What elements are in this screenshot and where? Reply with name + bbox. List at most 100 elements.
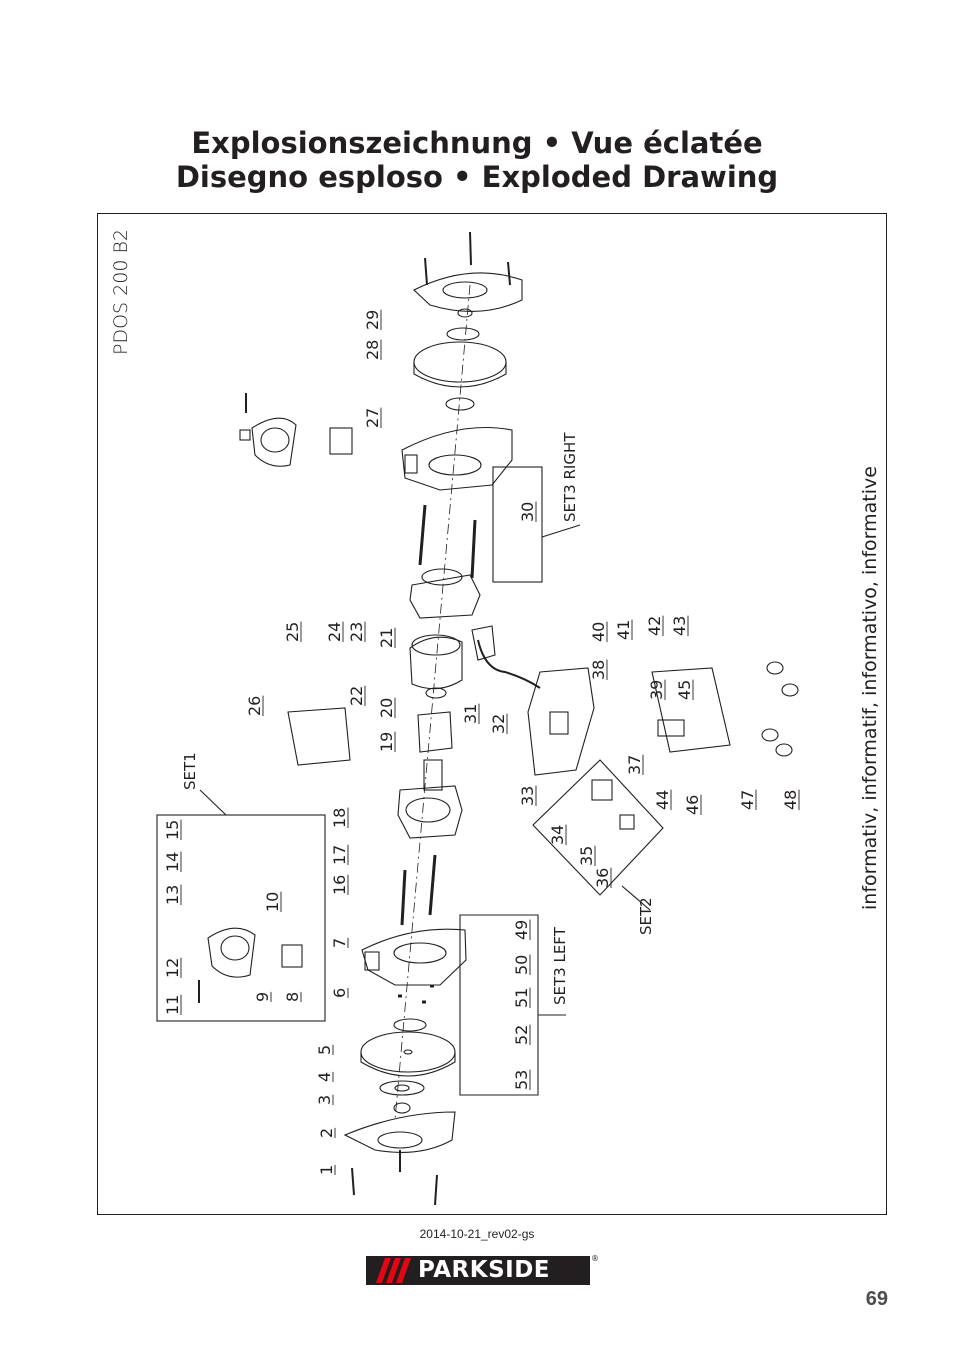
part-number-9: 9 bbox=[253, 992, 272, 1002]
part-number-11: 11 bbox=[163, 995, 182, 1015]
base-plate bbox=[651, 667, 731, 753]
part-number-46: 46 bbox=[683, 795, 702, 815]
page-number: 69 bbox=[865, 1288, 888, 1310]
part-number-3: 3 bbox=[315, 1095, 334, 1105]
info-note: informativ, informatif, informativo, inf… bbox=[859, 466, 881, 910]
part-number-20: 20 bbox=[377, 698, 396, 718]
set2-label: SET2 bbox=[637, 897, 655, 935]
part-number-53: 53 bbox=[512, 1070, 531, 1090]
part-number-51: 51 bbox=[512, 988, 531, 1008]
part-number-labels: 1234567891011121314151617181920212223242… bbox=[163, 309, 800, 1175]
part-number-30: 30 bbox=[518, 502, 537, 522]
part-number-12: 12 bbox=[163, 958, 182, 978]
cover-plate-hole bbox=[377, 1131, 423, 1149]
part-number-40: 40 bbox=[589, 622, 608, 642]
part-number-39: 39 bbox=[647, 680, 666, 700]
flange-4 bbox=[379, 1080, 425, 1096]
part-number-31: 31 bbox=[461, 704, 480, 724]
wheel-guard-left bbox=[361, 928, 467, 986]
part-number-4: 4 bbox=[315, 1072, 334, 1082]
set2-box bbox=[532, 759, 664, 896]
part-number-15: 15 bbox=[163, 820, 182, 840]
guard-tab-left bbox=[364, 951, 380, 971]
part-number-33: 33 bbox=[518, 786, 537, 806]
part-number-7: 7 bbox=[330, 938, 349, 948]
part-number-26: 26 bbox=[245, 696, 264, 716]
title-line-2: Disegno esploso • Exploded Drawing bbox=[175, 160, 779, 194]
rotor-bearing bbox=[423, 759, 443, 791]
drawing-frame bbox=[97, 213, 887, 1215]
spark-guard bbox=[287, 707, 351, 766]
revision-code: 2014-10-21_rev02-gs bbox=[419, 1227, 535, 1241]
nut-3 bbox=[393, 1102, 411, 1114]
part-number-17: 17 bbox=[330, 845, 349, 865]
flange-4-hole bbox=[394, 1084, 410, 1092]
rotor-20 bbox=[417, 711, 453, 753]
set3-right-box bbox=[492, 466, 543, 583]
part-number-13: 13 bbox=[163, 885, 182, 905]
part-number-22: 22 bbox=[347, 686, 366, 706]
part-number-34: 34 bbox=[548, 825, 567, 845]
part-number-6: 6 bbox=[330, 988, 349, 998]
wheel-guard-right bbox=[401, 426, 513, 491]
grinding-wheel-left-side bbox=[360, 1052, 456, 1077]
motor-end-cover-left bbox=[397, 785, 463, 839]
part-number-45: 45 bbox=[675, 680, 694, 700]
stator-21 bbox=[409, 636, 463, 690]
cover-plate-left bbox=[343, 1111, 456, 1153]
part-number-10: 10 bbox=[263, 892, 282, 912]
part-number-36: 36 bbox=[593, 868, 612, 888]
part-number-25: 25 bbox=[283, 622, 302, 642]
screw-1c bbox=[434, 1174, 438, 1206]
part-number-38: 38 bbox=[589, 660, 608, 680]
cover-plate-right bbox=[413, 272, 523, 312]
screw-1 bbox=[351, 1167, 355, 1196]
part-number-48: 48 bbox=[781, 790, 800, 810]
logo-stripes-icon bbox=[366, 1256, 418, 1285]
part-number-37: 37 bbox=[625, 755, 644, 775]
part-number-14: 14 bbox=[163, 852, 182, 872]
part-number-29: 29 bbox=[363, 310, 382, 330]
page-title: Explosionszeichnung • Vue éclatée Disegn… bbox=[0, 126, 954, 194]
grinding-wheel-left bbox=[360, 1031, 456, 1073]
part-number-32: 32 bbox=[489, 714, 508, 734]
part-number-1: 1 bbox=[317, 1165, 336, 1175]
switch-box bbox=[527, 667, 595, 776]
part-number-23: 23 bbox=[347, 622, 366, 642]
part-number-50: 50 bbox=[512, 955, 531, 975]
power-plug bbox=[471, 625, 496, 661]
eye-shield-right bbox=[251, 417, 297, 467]
part-number-2: 2 bbox=[317, 1128, 336, 1138]
set3-right-label: SET3 RIGHT bbox=[561, 432, 579, 522]
set1-box bbox=[156, 814, 326, 1022]
part-number-44: 44 bbox=[653, 790, 672, 810]
brand-name: PARKSIDE bbox=[418, 1257, 551, 1283]
part-number-27: 27 bbox=[363, 408, 382, 428]
parkside-logo: PARKSIDE bbox=[366, 1256, 590, 1285]
set1-label: SET1 bbox=[181, 752, 199, 790]
part-number-28: 28 bbox=[363, 340, 382, 360]
part-number-24: 24 bbox=[325, 622, 344, 642]
set3-left-label: SET3 LEFT bbox=[551, 926, 569, 1005]
title-line-1: Explosionszeichnung • Vue éclatée bbox=[191, 126, 763, 160]
part-number-5: 5 bbox=[315, 1045, 334, 1055]
part-number-49: 49 bbox=[512, 920, 531, 940]
part-number-21: 21 bbox=[377, 628, 396, 648]
model-name: PDOS 200 B2 bbox=[110, 229, 132, 355]
part-number-47: 47 bbox=[738, 790, 757, 810]
power-cord bbox=[477, 639, 541, 689]
part-number-42: 42 bbox=[645, 616, 664, 636]
motor-housing-right bbox=[409, 574, 481, 619]
part-number-41: 41 bbox=[614, 620, 633, 640]
part-number-52: 52 bbox=[512, 1025, 531, 1045]
part-number-35: 35 bbox=[577, 846, 596, 866]
part-number-19: 19 bbox=[377, 732, 396, 752]
grinding-wheel-right bbox=[413, 341, 507, 383]
part-number-8: 8 bbox=[283, 992, 302, 1002]
registered-mark-icon: ® bbox=[591, 1254, 599, 1263]
part-number-43: 43 bbox=[670, 616, 689, 636]
part-number-16: 16 bbox=[330, 875, 349, 895]
part-number-18: 18 bbox=[330, 808, 349, 828]
set3-left-box bbox=[459, 914, 539, 1096]
